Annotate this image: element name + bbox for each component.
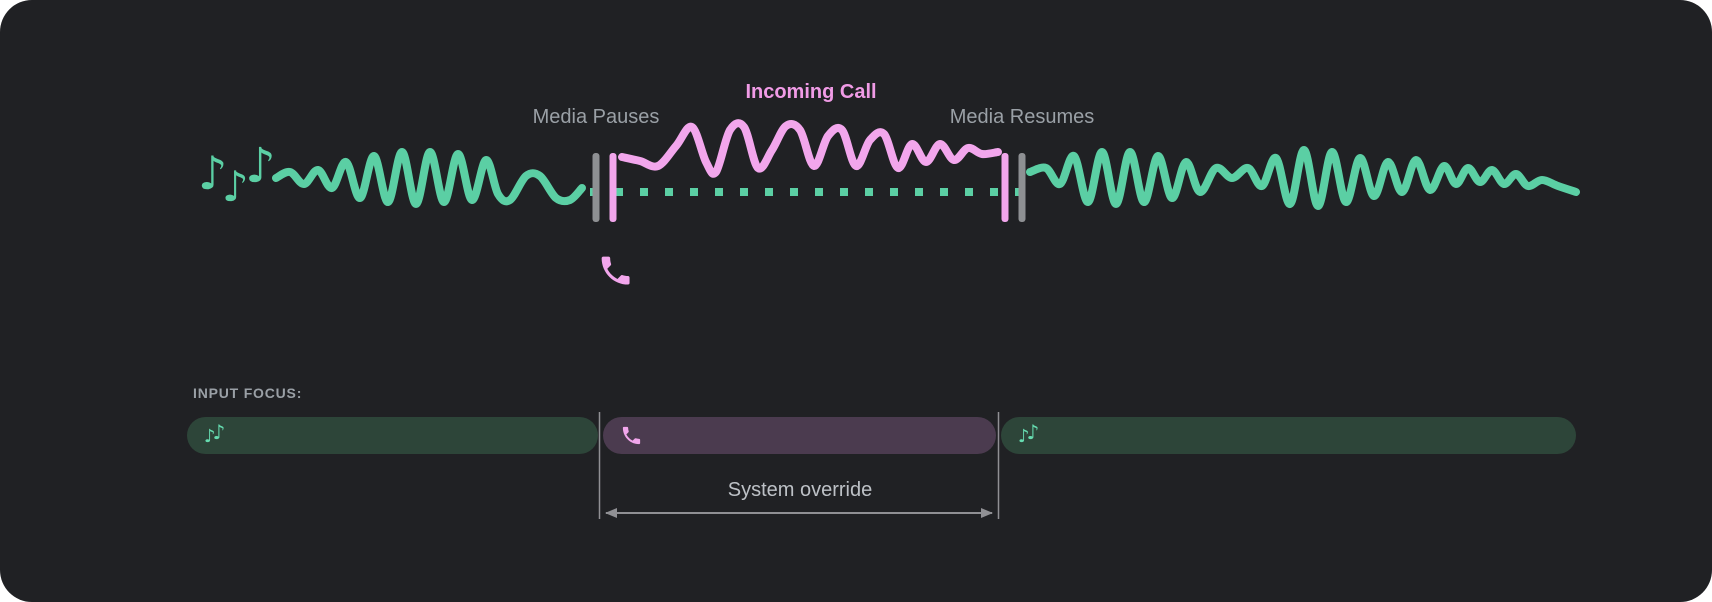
music-note-glyph: ♪ — [1026, 419, 1040, 444]
music-notes-icon: ♪ ♪ — [1018, 422, 1039, 447]
music-note-glyph: ♪ — [204, 425, 216, 447]
music-note-glyph: ♪ — [198, 146, 228, 200]
incoming-call-label: Incoming Call — [745, 81, 877, 103]
focus-segment-call — [603, 417, 996, 454]
music-notes-icon: ♪ ♪ ♪ — [198, 138, 288, 218]
media-pauses-label: Media Pauses — [532, 106, 660, 128]
focus-segment-media-before: ♪ ♪ — [187, 417, 598, 454]
input-focus-heading: INPUT FOCUS: — [193, 385, 303, 401]
music-note-glyph: ♪ — [222, 162, 249, 211]
music-note-glyph: ♪ — [245, 138, 276, 194]
focus-segment-media-after: ♪ ♪ — [1001, 417, 1576, 454]
system-override-label: System override — [727, 479, 873, 501]
music-note-glyph: ♪ — [1018, 425, 1030, 447]
music-note-glyph: ♪ — [212, 419, 226, 444]
music-notes-icon: ♪ ♪ — [204, 422, 225, 447]
phone-icon — [620, 424, 643, 447]
media-resumes-label: Media Resumes — [949, 106, 1095, 128]
